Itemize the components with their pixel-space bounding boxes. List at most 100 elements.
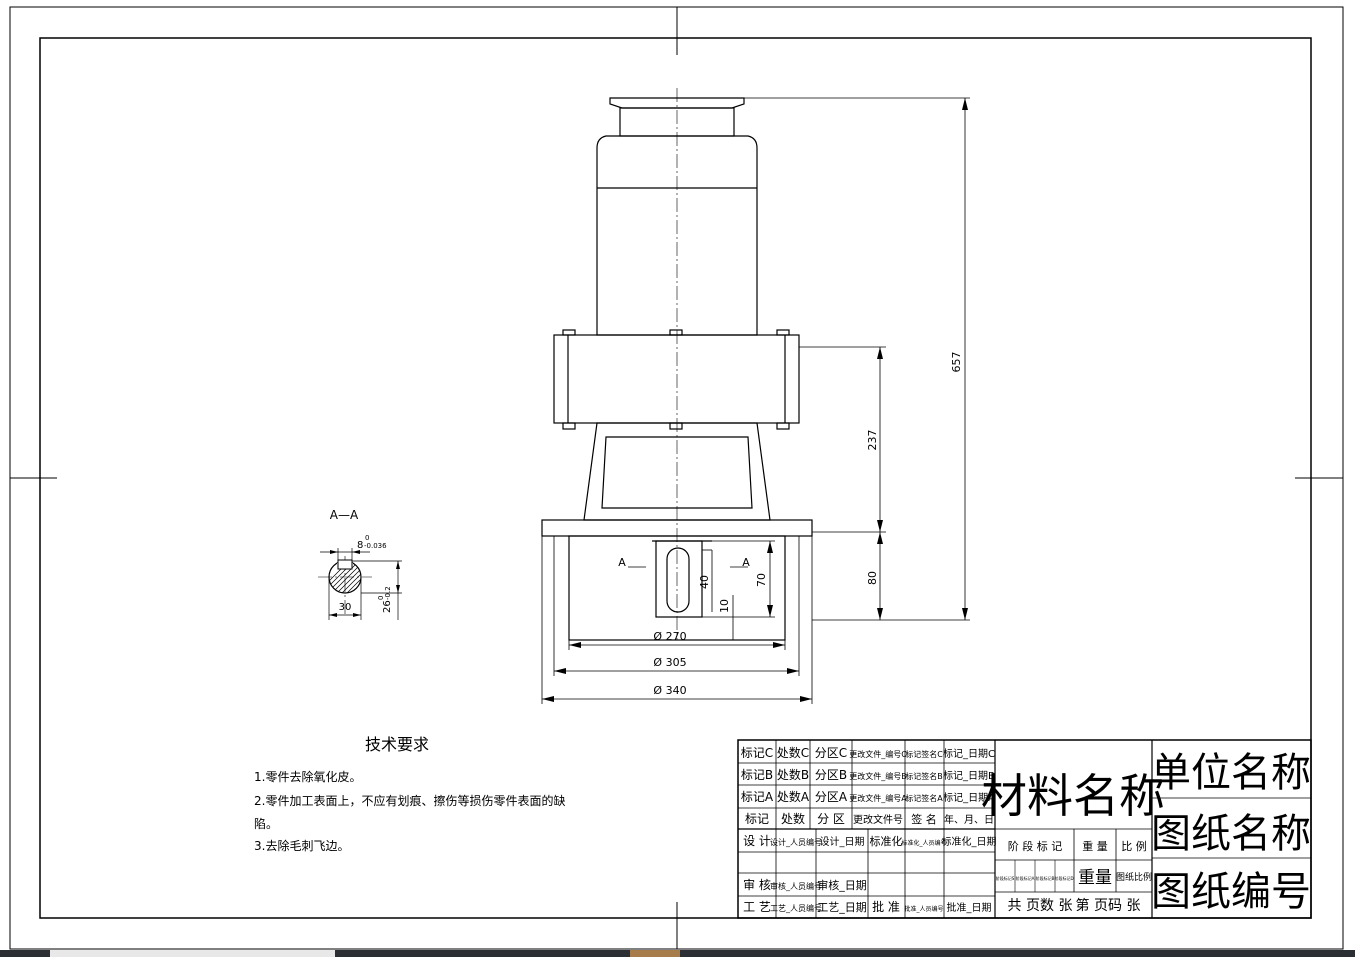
arrow	[330, 550, 338, 554]
weight-value: 重量	[1078, 868, 1112, 888]
dimension-texts: 657 237 80 40 70 10 Ø 270 Ø 305 Ø 340 A …	[618, 352, 963, 698]
arrow	[329, 613, 337, 617]
bolt	[776, 329, 790, 336]
tb-cell: 标准化_人员编号	[901, 839, 946, 847]
tb-cell: 标记_日期C	[943, 748, 995, 760]
tb-cell: 更改文件_编号C	[849, 749, 907, 759]
main-view	[541, 97, 813, 641]
tech-req-item: 1.零件去除氧化皮。	[254, 769, 361, 784]
key-tol-label: -0.036	[364, 542, 387, 550]
dim-340-label: Ø 340	[653, 684, 686, 697]
taskbar-segment	[50, 950, 335, 957]
dim-70-label: 70	[755, 573, 768, 587]
depth-tol-upper-label: 0	[377, 596, 385, 600]
material-name: 材料名称	[981, 769, 1165, 823]
arrowheads	[542, 98, 968, 702]
tb-cell: 标记签名B	[905, 771, 943, 781]
arrow	[787, 668, 799, 674]
key-width-label: 8	[357, 540, 363, 551]
tb-cell: 分区A	[815, 790, 848, 804]
tb-cell: 标记签名A	[905, 793, 943, 803]
dim-270-label: Ø 270	[653, 630, 686, 643]
scale-label: 比 例	[1121, 839, 1147, 853]
tb-cell: 处数C	[777, 745, 809, 760]
tb-cell: 设计_人员编号	[770, 837, 822, 847]
arrow	[767, 541, 773, 553]
weight-label: 重 量	[1082, 839, 1108, 853]
tech-requirements: 技术要求 1.零件去除氧化皮。 2.零件加工表面上，不应有划痕、擦伤等损伤零件表…	[254, 735, 565, 853]
key-width-value: 8	[357, 540, 363, 551]
width-30-label: 30	[339, 602, 352, 613]
drawing-number: 图纸编号	[1151, 869, 1311, 915]
section-marker-left-label: A	[618, 556, 626, 569]
bolt	[669, 329, 683, 336]
arrow	[352, 550, 360, 554]
sheet-total: 共 页数 张	[1008, 898, 1073, 914]
tb-cell: 标记_日期A	[943, 792, 995, 804]
tb-cell: 处数A	[777, 789, 810, 804]
arrow	[877, 532, 883, 544]
tb-cell: 标准化_日期	[942, 835, 997, 848]
key-way	[337, 559, 353, 570]
tb-cell: 工 艺	[743, 900, 771, 914]
tb-cell: 标记C	[741, 746, 773, 760]
tech-req-item: 2.零件加工表面上，不应有划痕、擦伤等损伤零件表面的缺	[254, 793, 565, 808]
tb-cell: 更改文件_编号A	[849, 793, 907, 803]
arrow	[569, 642, 581, 648]
dim-10-label: 10	[718, 599, 731, 613]
tb-cell: 分 区	[817, 812, 845, 826]
arrow	[962, 98, 968, 110]
arrow	[542, 696, 554, 702]
tb-cell: 年、月、日	[944, 813, 994, 826]
arrow	[554, 668, 566, 674]
tech-req-item: 3.去除毛刺飞边。	[254, 838, 349, 853]
drawing-name: 图纸名称	[1151, 811, 1311, 857]
tb-cell: 分区C	[815, 746, 847, 760]
arrow	[396, 561, 400, 569]
tb-cell: 审核_人员编号	[770, 881, 822, 891]
depth-tol-label: -0.2	[384, 586, 392, 600]
dim-237-label: 237	[866, 430, 879, 451]
arrow	[962, 608, 968, 620]
tb-cell: 更改文件号	[853, 813, 903, 826]
gearbox-block	[553, 334, 800, 424]
depth-label: 26	[382, 600, 393, 613]
tb-cell: 处数	[781, 811, 805, 826]
dim-657-label: 657	[950, 352, 963, 373]
tb-cell: 审核_日期	[817, 878, 867, 892]
stage-mark: 阶段标记B	[1036, 875, 1055, 881]
dimension-lines	[541, 97, 970, 704]
sheet-frame	[9, 6, 1344, 950]
stage-mark: 阶段标记D	[1054, 875, 1073, 881]
stage-mark: 阶段标记S	[996, 875, 1015, 881]
sheet-no: 第 页码 张	[1076, 897, 1141, 914]
tb-cell: 批 准	[872, 899, 900, 914]
tb-cell: 批准_日期	[947, 901, 992, 914]
arrow	[767, 605, 773, 617]
arrow	[800, 696, 812, 702]
dim-40-label: 40	[698, 575, 711, 589]
unit-name: 单位名称	[1151, 750, 1311, 796]
tb-cell: 标记	[745, 812, 769, 826]
tapered-support-inner	[601, 436, 753, 509]
section-a-a: A—A	[320, 508, 402, 620]
tb-cell: 标记_日期B	[943, 770, 995, 782]
tech-req-item: 陷。	[254, 816, 278, 831]
stage-label: 阶 段 标 记	[1008, 839, 1063, 853]
tb-cell: 工艺_日期	[817, 901, 867, 914]
key-slot	[666, 547, 690, 613]
tech-req-title: 技术要求	[365, 735, 429, 754]
arrow	[877, 347, 883, 359]
bolt	[562, 422, 576, 430]
taskbar-segment	[630, 950, 680, 957]
tb-cell: 审 核	[743, 877, 771, 892]
arrow	[877, 520, 883, 532]
tb-cell: 工艺_人员编号	[770, 903, 822, 913]
tb-cell: 设 计	[743, 834, 771, 848]
dim-305-label: Ø 305	[653, 656, 686, 669]
bolt	[562, 329, 576, 336]
arrow	[353, 613, 361, 617]
arrow	[773, 642, 785, 648]
tb-cell: 设计_日期	[820, 835, 865, 848]
tb-cell: 标记签名C	[905, 749, 943, 759]
